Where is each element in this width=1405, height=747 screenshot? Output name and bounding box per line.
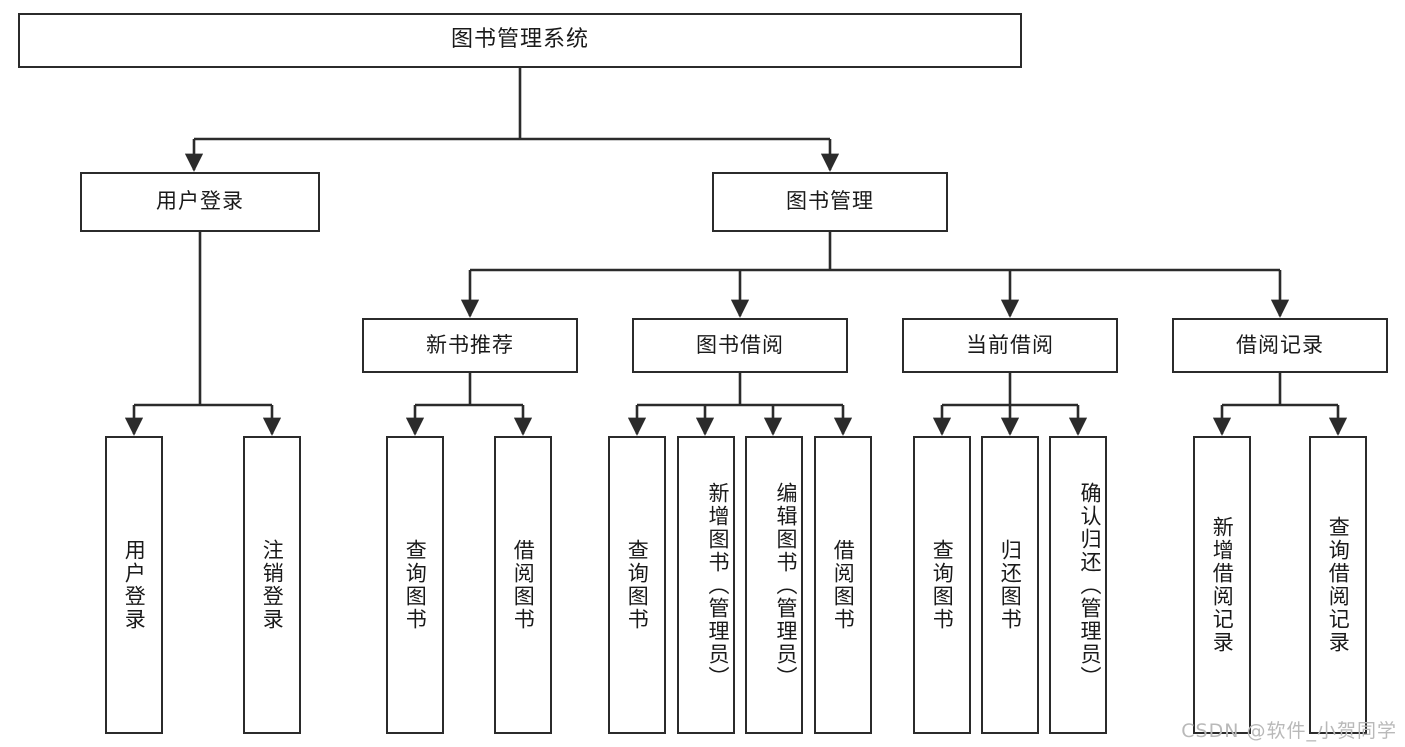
- leaf-label: 编辑图书（管理员）: [774, 481, 798, 689]
- leaf-borrow-record-query[interactable]: 查询借阅记录: [1309, 436, 1367, 734]
- leaf-label: 查询图书: [930, 539, 955, 631]
- leaf-book-borrow-query[interactable]: 查询图书: [608, 436, 666, 734]
- node-borrow-record-label: 借阅记录: [1236, 332, 1324, 357]
- leaf-user-login-login[interactable]: 用户登录: [105, 436, 163, 734]
- leaf-user-login-logout[interactable]: 注销登录: [243, 436, 301, 734]
- node-root-label: 图书管理系统: [450, 27, 589, 53]
- leaf-borrow-record-add[interactable]: 新增借阅记录: [1193, 436, 1251, 734]
- leaf-book-borrow-borrow[interactable]: 借阅图书: [814, 436, 872, 734]
- leaf-book-borrow-edit[interactable]: 编辑图书（管理员）: [745, 436, 803, 734]
- leaf-label: 查询图书: [403, 539, 428, 631]
- leaf-label: 确认归还（管理员）: [1078, 481, 1102, 689]
- node-borrow-record[interactable]: 借阅记录: [1172, 318, 1388, 373]
- node-current-borrow-label: 当前借阅: [966, 332, 1054, 357]
- csdn-watermark: CSDN @软件_小贺同学: [1181, 720, 1397, 742]
- leaf-label: 查询图书: [625, 539, 650, 631]
- leaf-current-borrow-query[interactable]: 查询图书: [913, 436, 971, 734]
- node-book-borrow-label: 图书借阅: [696, 332, 784, 357]
- node-current-borrow[interactable]: 当前借阅: [902, 318, 1118, 373]
- node-book-borrow[interactable]: 图书借阅: [632, 318, 848, 373]
- node-user-login[interactable]: 用户登录: [80, 172, 320, 232]
- node-root-system[interactable]: 图书管理系统: [18, 13, 1022, 68]
- leaf-current-borrow-confirm[interactable]: 确认归还（管理员）: [1049, 436, 1107, 734]
- node-book-manage[interactable]: 图书管理: [712, 172, 948, 232]
- leaf-book-borrow-add[interactable]: 新增图书（管理员）: [677, 436, 735, 734]
- leaf-new-book-borrow[interactable]: 借阅图书: [494, 436, 552, 734]
- leaf-label: 查询借阅记录: [1326, 516, 1351, 654]
- node-new-book-recommend[interactable]: 新书推荐: [362, 318, 578, 373]
- leaf-label: 借阅图书: [831, 539, 856, 631]
- leaf-label: 用户登录: [122, 539, 147, 631]
- leaf-label: 新增图书（管理员）: [706, 481, 730, 689]
- node-book-manage-label: 图书管理: [786, 189, 874, 214]
- leaf-current-borrow-return[interactable]: 归还图书: [981, 436, 1039, 734]
- node-user-login-label: 用户登录: [156, 189, 244, 214]
- node-new-book-recommend-label: 新书推荐: [426, 332, 514, 357]
- leaf-label: 新增借阅记录: [1210, 516, 1235, 654]
- leaf-label: 注销登录: [260, 539, 285, 631]
- leaf-label: 归还图书: [998, 539, 1023, 631]
- leaf-new-book-query[interactable]: 查询图书: [386, 436, 444, 734]
- leaf-label: 借阅图书: [511, 539, 536, 631]
